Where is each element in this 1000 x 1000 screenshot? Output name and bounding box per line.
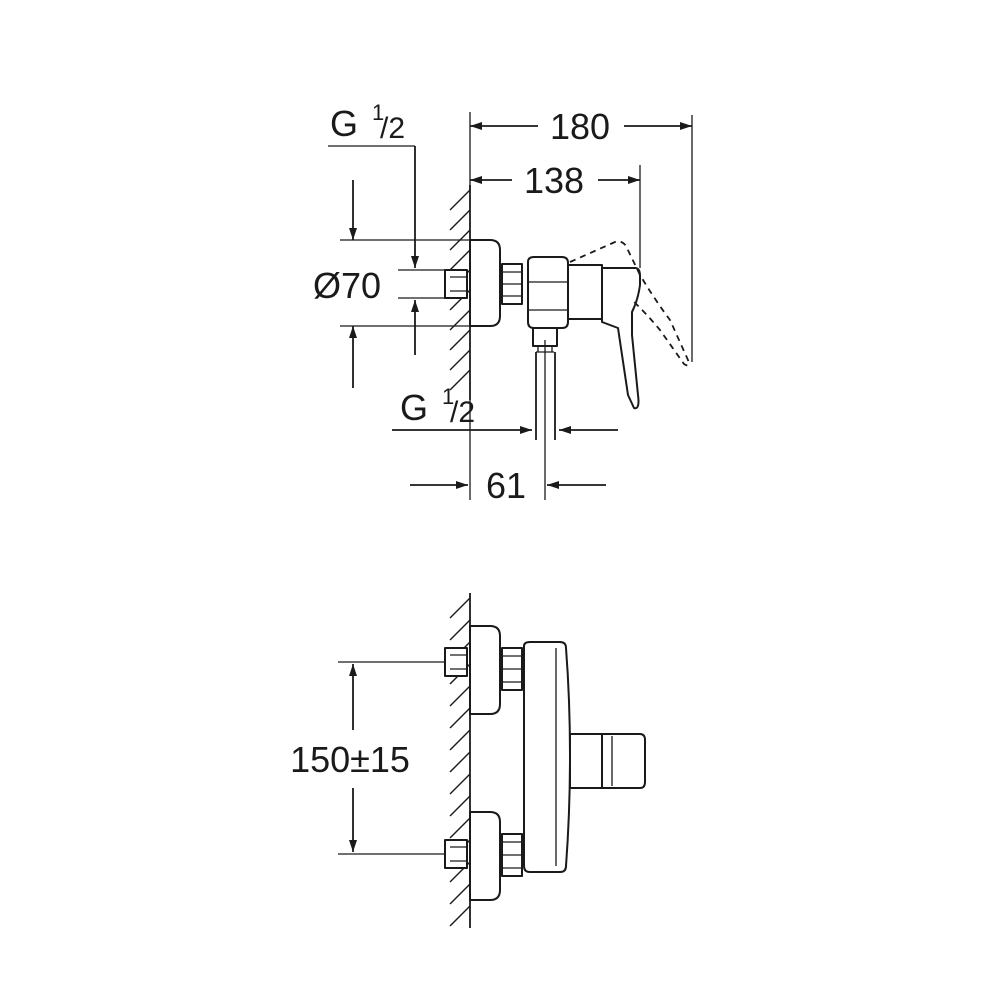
mixer-body-front [523,641,571,873]
mixer-body [527,256,569,329]
dim-61-label: 61 [486,465,526,506]
lower-inlet [444,811,523,901]
outlet-thread-sub: /2 [450,396,475,429]
lever-handle [601,267,641,410]
rosette [469,239,501,327]
dim-diameter-label: Ø70 [313,265,381,306]
dimension-inlet-thread: G 1 /2 [328,100,445,355]
dim-138-label: 138 [524,160,584,201]
cartridge-front [569,733,603,789]
inlet-thread-sup: 1 [372,100,384,125]
upper-inlet [444,625,523,715]
inlet-thread-sub: /2 [380,112,405,145]
inlet-thread-label: G [330,103,358,144]
side-view: 180 138 G 1 /2 Ø70 [313,100,693,506]
lever-front [601,733,646,789]
inlet-pipe-stub [444,269,468,299]
wall-hatching-bottom [449,593,471,928]
lever-open-position [569,240,690,367]
dimension-138: 138 [469,112,641,268]
dimension-inlet-spacing: 150±15 [290,661,445,855]
cartridge-housing [567,264,603,320]
dim-spacing-label: 150±15 [290,739,410,780]
dimension-rosette-diameter: Ø70 [313,180,470,388]
dimension-outlet-thread: G 1 /2 [392,384,618,434]
outlet-thread-sup: 1 [442,384,454,409]
front-view: 150±15 [290,593,646,928]
outlet-thread-label: G [400,387,428,428]
hex-nut [501,263,523,305]
dimension-61: 61 [410,400,606,506]
dimension-180: 180 [470,106,693,362]
dim-180-label: 180 [550,106,610,147]
